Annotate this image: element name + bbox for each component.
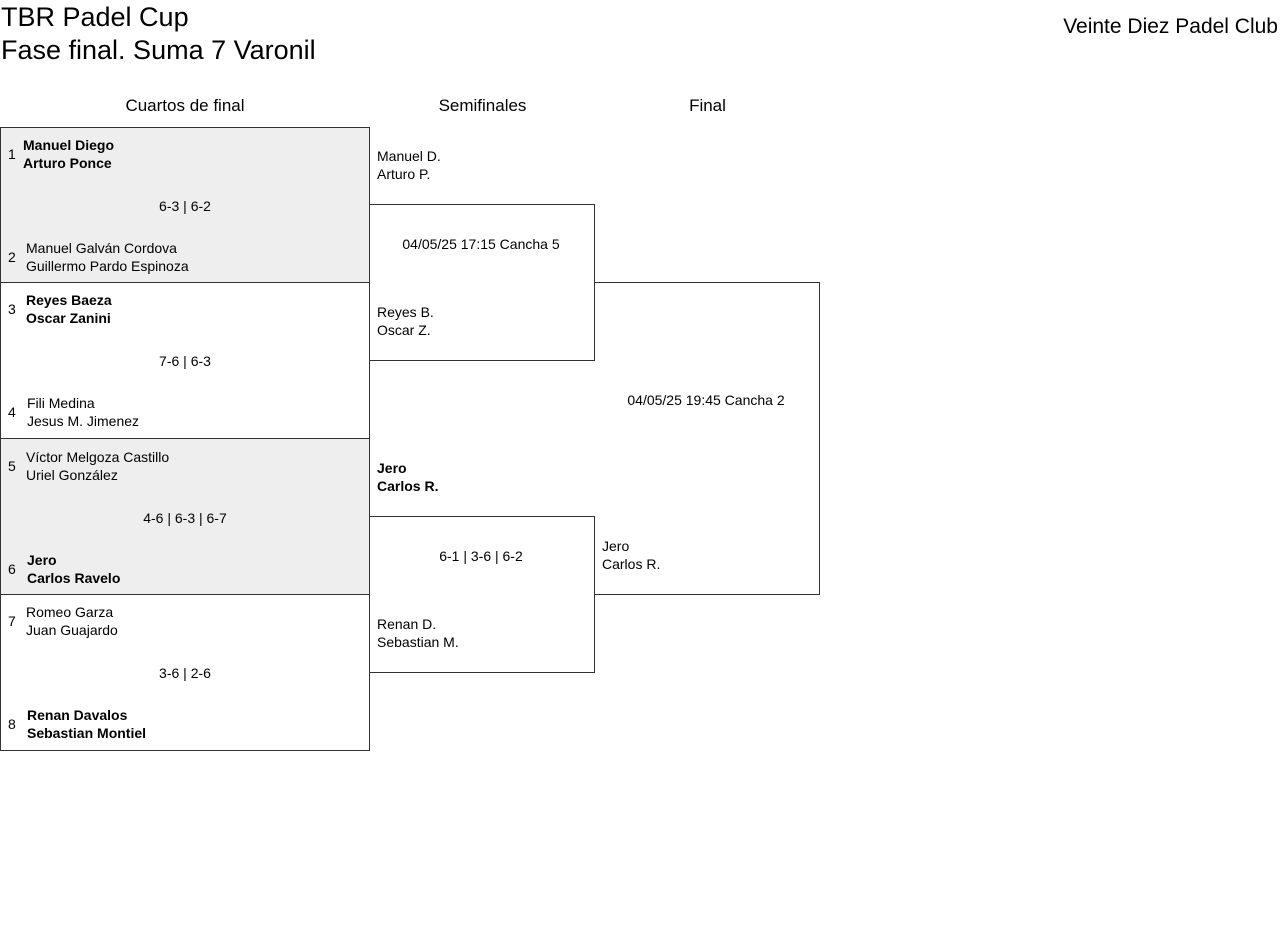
seed-number: 1 [8, 146, 16, 162]
column-header-final: Final [689, 96, 726, 115]
player-name: Renan Davalos [27, 707, 128, 723]
player-name: Guillermo Pardo Espinoza [26, 258, 189, 274]
player-name: Manuel D. [377, 148, 441, 164]
seed-number: 6 [8, 561, 16, 577]
player-name: Romeo Garza [26, 604, 114, 620]
semifinal-team-entry: Reyes B. Oscar Z. [377, 303, 434, 339]
team-entry: Víctor Melgoza Castillo Uriel González [26, 448, 169, 484]
semifinal-team-entry: Manuel D. Arturo P. [377, 147, 441, 183]
player-name: Jero [602, 538, 630, 554]
tournament-title: TBR Padel Cup [1, 2, 189, 32]
match-score: 6-3 | 6-2 [159, 198, 211, 214]
semifinal-team-entry: Jero Carlos R. [377, 459, 438, 495]
player-name: Arturo Ponce [23, 155, 112, 171]
team-entry: Reyes Baeza Oscar Zanini [26, 291, 112, 327]
team-entry: Renan Davalos Sebastian Montiel [27, 706, 146, 742]
player-name: Manuel Galván Cordova [26, 240, 177, 256]
team-entry: Jero Carlos Ravelo [27, 551, 120, 587]
column-header-quarterfinals: Cuartos de final [125, 96, 245, 115]
phase-title: Fase final. Suma 7 Varonil [1, 35, 316, 65]
player-name: Oscar Zanini [26, 310, 111, 326]
seed-number: 8 [8, 716, 16, 732]
match-score: 3-6 | 2-6 [159, 665, 211, 681]
seed-number: 5 [8, 458, 16, 474]
match-info: 04/05/25 17:15 Cancha 5 [402, 236, 560, 252]
player-name: Sebastian M. [377, 634, 459, 650]
quarterfinal-match-1[interactable]: 1 Manuel Diego Arturo Ponce 6-3 | 6-2 2 … [0, 127, 370, 283]
player-name: Jero [27, 552, 57, 568]
seed-number: 2 [8, 249, 16, 265]
player-name: Arturo P. [377, 166, 431, 182]
match-score: 4-6 | 6-3 | 6-7 [143, 510, 227, 526]
quarterfinal-match-4[interactable]: 7 Romeo Garza Juan Guajardo 3-6 | 2-6 8 … [0, 595, 370, 751]
match-score: 6-1 | 3-6 | 6-2 [439, 548, 523, 564]
column-header-semifinals: Semifinales [438, 96, 527, 115]
match-info: 04/05/25 19:45 Cancha 2 [627, 392, 785, 408]
player-name: Juan Guajardo [26, 622, 118, 638]
seed-number: 3 [8, 301, 16, 317]
quarterfinal-match-3[interactable]: 5 Víctor Melgoza Castillo Uriel González… [0, 438, 370, 595]
team-entry: Romeo Garza Juan Guajardo [26, 603, 118, 639]
team-entry: Manuel Diego Arturo Ponce [23, 136, 114, 172]
player-name: Renan D. [377, 616, 437, 632]
player-name: Carlos R. [377, 478, 439, 494]
club-name: Veinte Diez Padel Club [1063, 15, 1278, 38]
player-name: Reyes Baeza [26, 292, 112, 308]
final-team-entry: Jero Carlos R. [602, 537, 660, 573]
player-name: Jesus M. Jimenez [27, 413, 140, 429]
seed-number: 7 [8, 613, 16, 629]
quarterfinal-match-2[interactable]: 3 Reyes Baeza Oscar Zanini 7-6 | 6-3 4 F… [0, 283, 370, 439]
player-name: Jero [377, 460, 407, 476]
semifinal-team-entry: Renan D. Sebastian M. [377, 615, 459, 651]
player-name: Víctor Melgoza Castillo [26, 449, 170, 465]
seed-number: 4 [8, 404, 16, 420]
player-name: Carlos R. [602, 556, 661, 572]
player-name: Sebastian Montiel [27, 725, 147, 741]
player-name: Oscar Z. [377, 322, 431, 338]
player-name: Uriel González [26, 467, 118, 483]
player-name: Manuel Diego [23, 137, 115, 153]
player-name: Fili Medina [27, 395, 95, 411]
player-name: Reyes B. [377, 304, 434, 320]
team-entry: Fili Medina Jesus M. Jimenez [27, 394, 139, 430]
final-match[interactable]: 04/05/25 19:45 Cancha 2 [594, 282, 820, 595]
player-name: Carlos Ravelo [27, 570, 121, 586]
match-score: 7-6 | 6-3 [159, 353, 211, 369]
team-entry: Manuel Galván Cordova Guillermo Pardo Es… [26, 239, 189, 275]
